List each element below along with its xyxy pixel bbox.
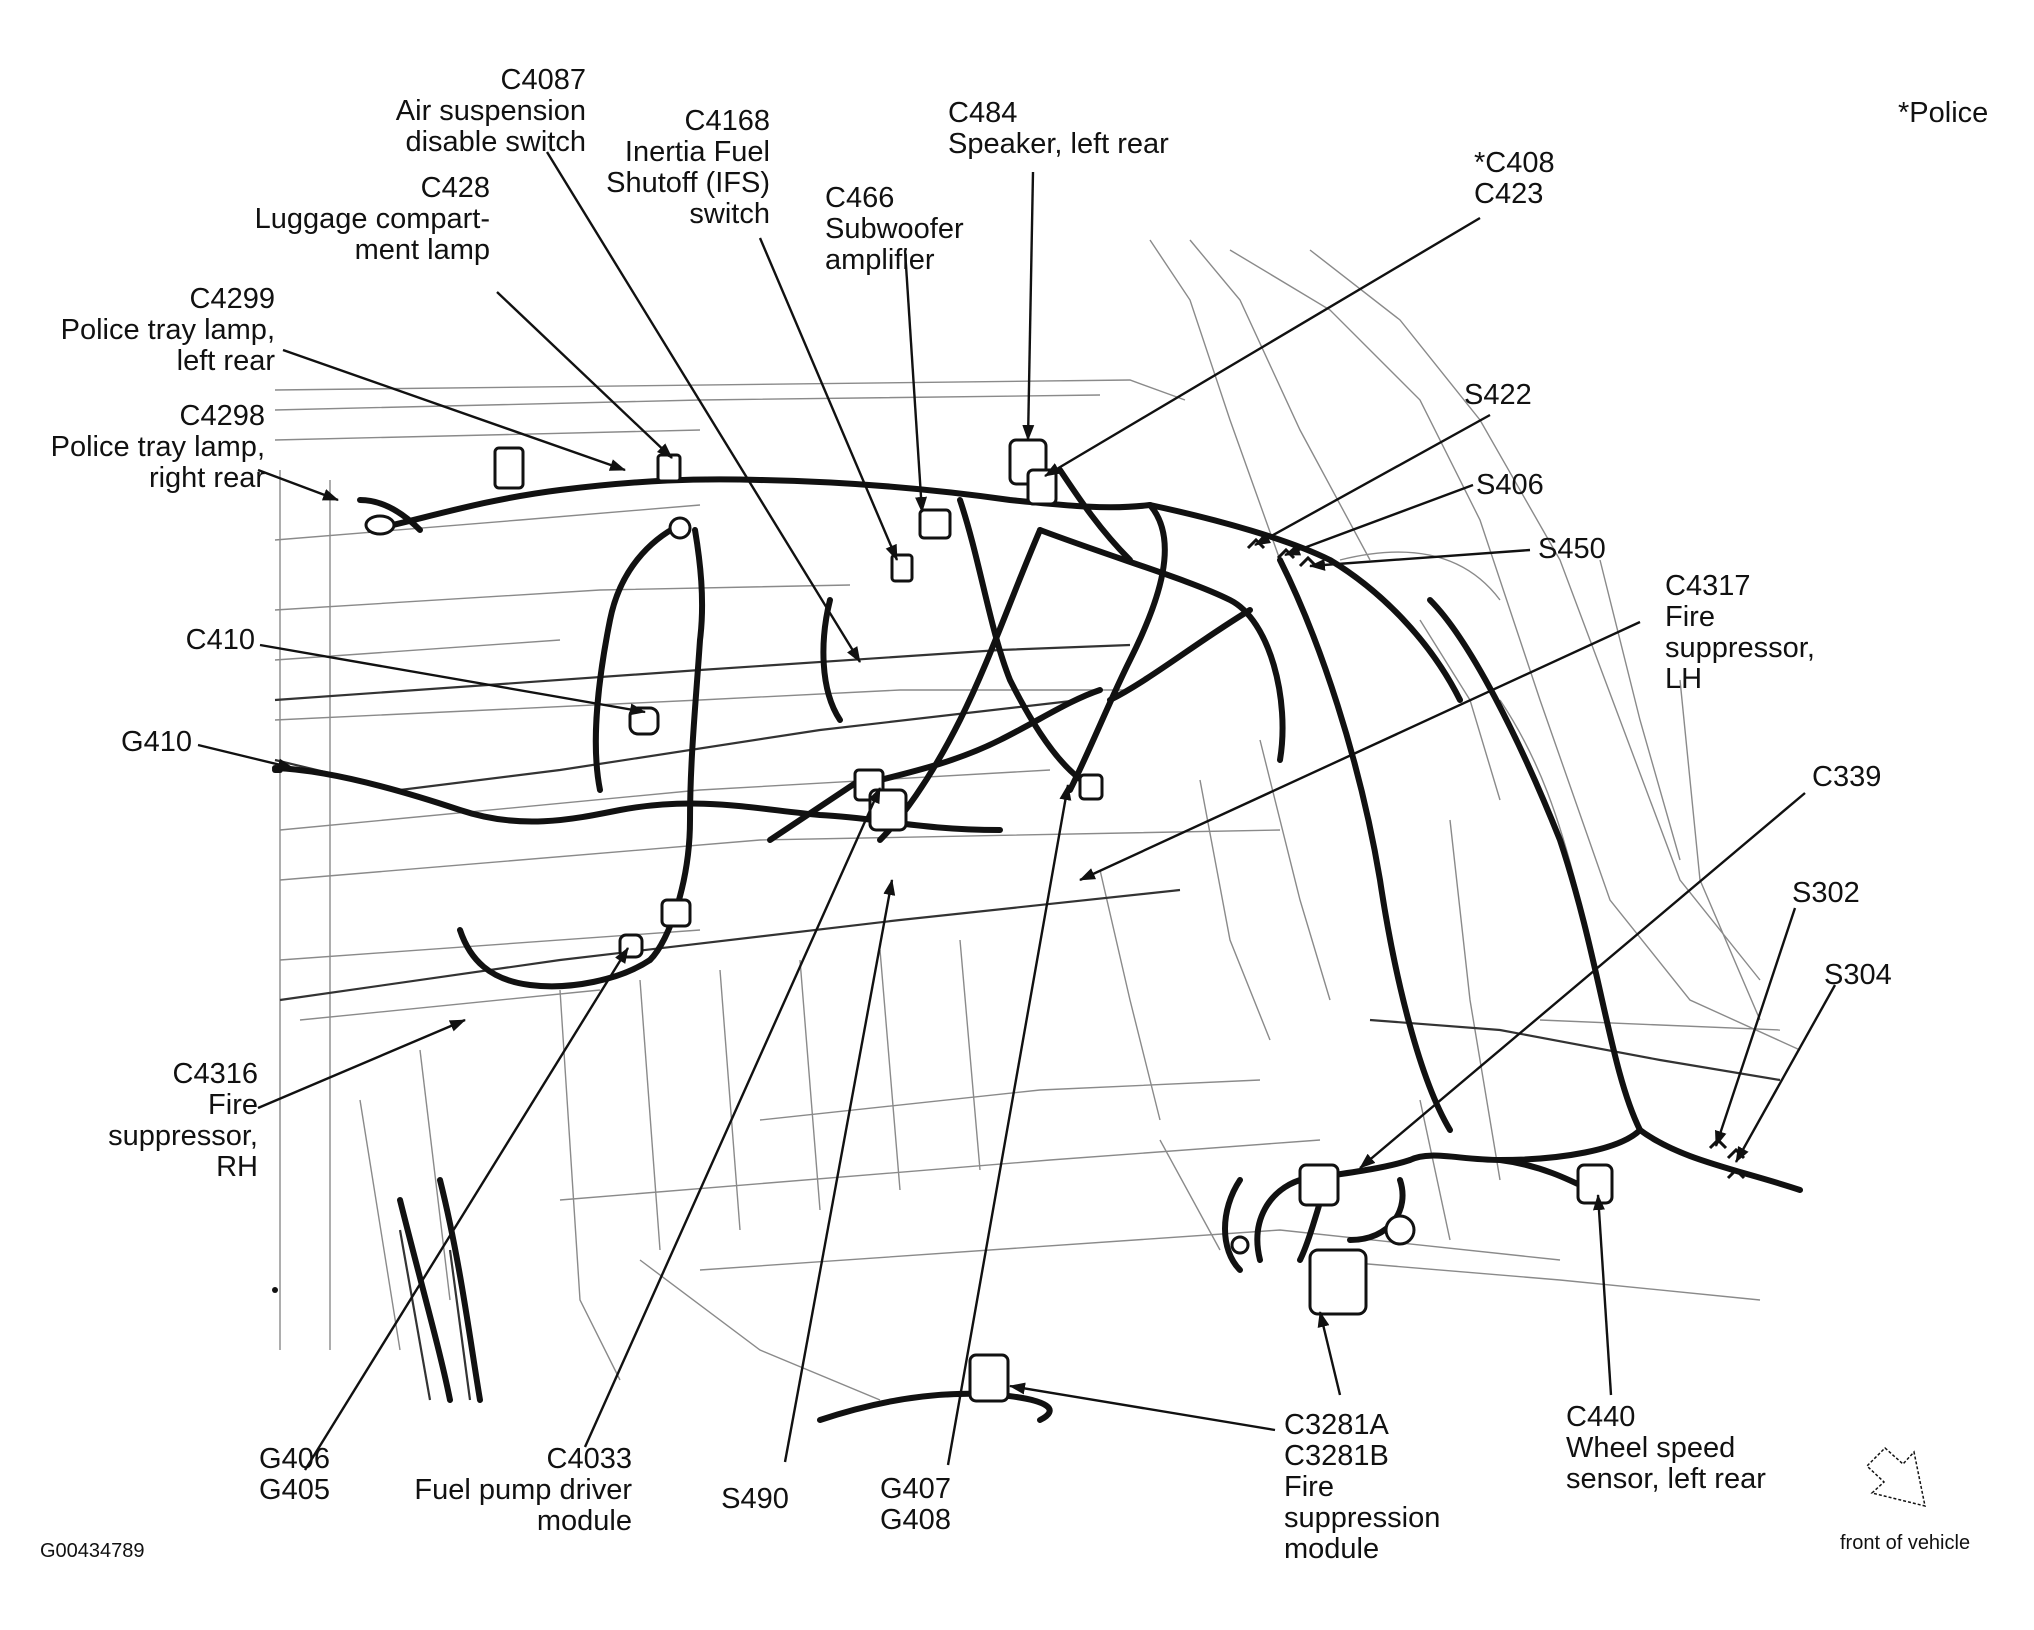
label-c410: C410 (185, 624, 255, 656)
label-g410: G410 (121, 726, 192, 758)
label-c4316: C4316 Fire suppressor, RH (108, 1058, 258, 1183)
label-c4087: C4087 Air suspension disable switch (395, 64, 586, 158)
label-s406: S406 (1476, 469, 1544, 501)
figure-id: G00434789 (40, 1540, 145, 1562)
label-c428: C428 Luggage compart- ment lamp (254, 172, 490, 266)
label-c4298: C4298 Police tray lamp, right rear (50, 400, 265, 494)
label-s490: S490 (721, 1483, 789, 1515)
label-c4168: C4168 Inertia Fuel Shutoff (IFS) switch (606, 105, 770, 230)
label-c339: C339 (1812, 761, 1882, 793)
label-s304: S304 (1824, 959, 1892, 991)
label-s302: S302 (1792, 877, 1860, 909)
front-direction-arrow-icon (1865, 1446, 1926, 1508)
label-c4317: C4317 Fire suppressor, LH (1665, 570, 1815, 695)
connectors (364, 438, 1614, 1403)
label-g406-g405: G406 G405 (259, 1443, 330, 1506)
label-c440: C440 Wheel speed sensor, left rear (1566, 1401, 1766, 1495)
leader-lines (197, 151, 1837, 1471)
label-c466: C466 Subwoofer amplifier (825, 182, 964, 276)
label-c4299: C4299 Police tray lamp, left rear (60, 283, 275, 377)
label-g407-g408: G407 G408 (880, 1473, 951, 1536)
label-s450: S450 (1538, 533, 1606, 565)
label-c4033: C4033 Fuel pump driver module (414, 1443, 632, 1537)
panel-edges (274, 643, 1781, 1401)
label-s422: S422 (1464, 379, 1532, 411)
wiring-harness (272, 467, 1803, 1423)
police-note: *Police (1898, 97, 1989, 129)
label-c3281: C3281A C3281B Fire suppression module (1284, 1409, 1441, 1565)
label-c408-c423: *C408 C423 (1474, 147, 1555, 210)
direction-label: front of vehicle (1840, 1532, 1971, 1554)
label-c484: C484 Speaker, left rear (948, 97, 1169, 160)
